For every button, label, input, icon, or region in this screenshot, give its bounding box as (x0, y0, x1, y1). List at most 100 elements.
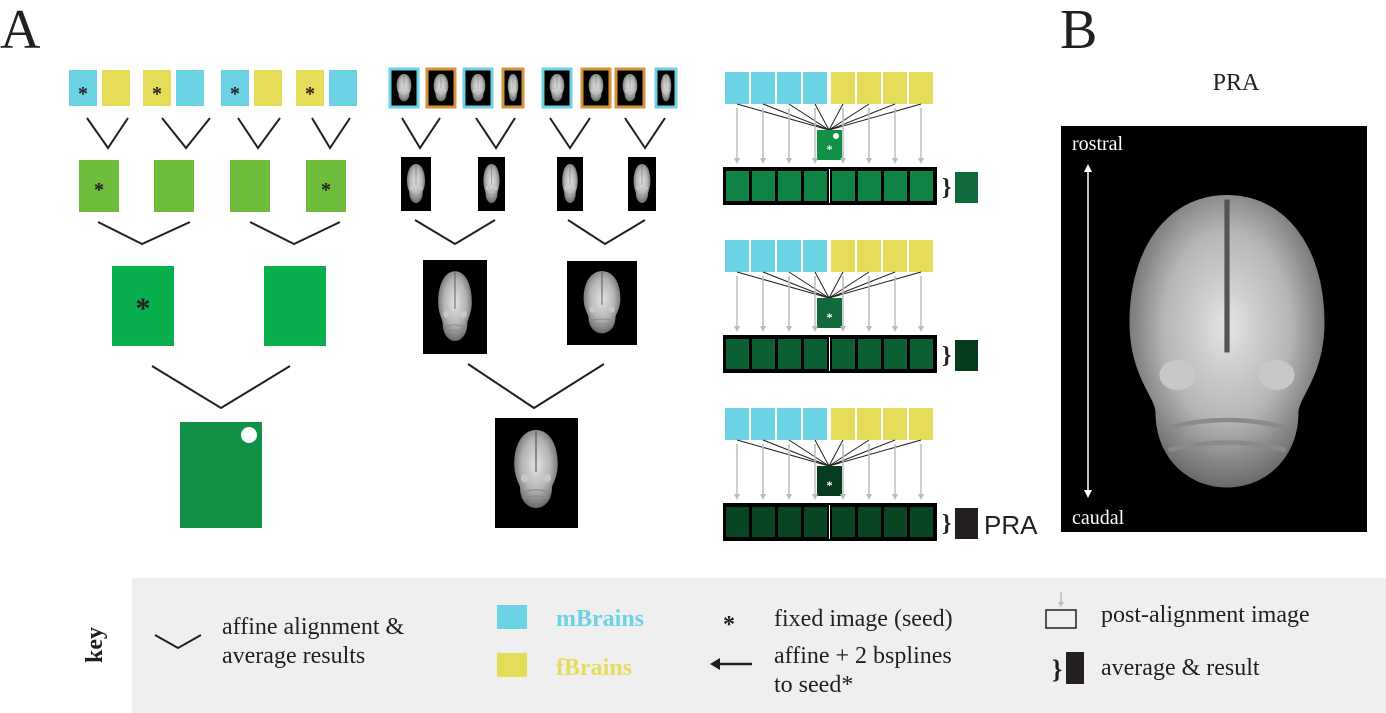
tree-level1-seed-marker: * (94, 179, 104, 201)
alignment-arrowhead (918, 326, 924, 332)
seed-symbol: * (723, 612, 735, 638)
registration-line (736, 271, 830, 299)
registration-line (828, 103, 922, 131)
pra-title: PRA (1213, 70, 1260, 96)
thumb-affine-symbol (475, 117, 516, 150)
tree-leaf-f (143, 70, 171, 106)
alignment-arrowhead (760, 326, 766, 332)
arrow-icon (710, 658, 720, 670)
axis-arrow-up (1084, 164, 1092, 172)
tree-affine-symbol (249, 221, 341, 246)
iteration-block: *} (723, 240, 978, 373)
iteration-average (955, 508, 978, 539)
alignment-arrowhead (734, 494, 740, 500)
aligned-image (856, 337, 883, 371)
registration-line (814, 439, 830, 467)
tree-level1-box (230, 160, 270, 212)
aligned-image (802, 337, 829, 371)
pra-result-label: PRA (984, 510, 1038, 540)
average-brace: } (1052, 655, 1062, 684)
average-brace: } (942, 511, 951, 537)
affine-line-1: affine alignment & (222, 614, 405, 640)
aligned-image (802, 505, 829, 539)
aligned-image (830, 505, 857, 539)
iteration-fixed-marker: * (827, 142, 833, 156)
arrow-line-1: affine + 2 bsplines (774, 643, 952, 669)
average-brace: } (942, 175, 951, 201)
aligned-image (856, 169, 883, 203)
aligned-image (776, 169, 803, 203)
tree-affine-symbol (161, 117, 211, 150)
alignment-arrowhead (734, 158, 740, 164)
thumb-affine-symbol (567, 219, 646, 246)
alignment-arrowhead (760, 494, 766, 500)
registration-line (814, 103, 830, 131)
tree-level1-seed-marker: * (321, 179, 331, 201)
panel-b-label: B (1060, 0, 1097, 61)
aligned-image (908, 505, 935, 539)
aligned-row-frame (723, 167, 937, 205)
iteration-input-m (803, 408, 827, 440)
registration-line (736, 103, 830, 131)
tree-level2-box (264, 266, 326, 346)
iteration-input-f (909, 240, 933, 272)
tree-level1-box (306, 160, 346, 212)
thumb-affine-symbol (414, 219, 496, 246)
aligned-image (750, 505, 777, 539)
iteration-input-f (857, 240, 881, 272)
template-dot-icon (241, 427, 257, 443)
iteration-input-f (831, 408, 855, 440)
alignment-arrowhead (812, 494, 818, 500)
alignment-arrowhead (840, 494, 846, 500)
iteration-input-f (883, 408, 907, 440)
alignment-arrowhead (786, 494, 792, 500)
seed-label: fixed image (seed) (774, 606, 953, 632)
iteration-input-m (803, 72, 827, 104)
iteration-fixed-image (817, 298, 842, 328)
registration-line (762, 103, 830, 131)
panel-a-label: A (0, 0, 41, 61)
iteration-panels: *}*}*}PRA (723, 72, 1038, 541)
registration-line (788, 271, 830, 299)
tree-level2-seed-marker: * (136, 292, 151, 325)
tree-leaf-f (296, 70, 324, 106)
tree-leaf-f (254, 70, 282, 106)
iteration-input-m (777, 240, 801, 272)
affine-symbol (154, 634, 202, 650)
iteration-input-m (751, 240, 775, 272)
registration-line (828, 271, 922, 299)
tree-level2-box (112, 266, 174, 346)
arrow-line-2: to seed* (774, 672, 853, 698)
registration-line (828, 103, 870, 131)
registration-line (828, 271, 870, 299)
iteration-input-m (751, 72, 775, 104)
tree-leaf-seed-marker: * (305, 83, 315, 105)
iteration-fixed-image (817, 466, 842, 496)
registration-line (828, 439, 922, 467)
template-dot-icon (833, 133, 839, 139)
alignment-arrowhead (734, 326, 740, 332)
registration-line (736, 439, 830, 467)
average-brace: } (942, 343, 951, 369)
tree-level1-box (154, 160, 194, 212)
post-alignment-label: post-alignment image (1101, 602, 1310, 628)
iteration-fixed-marker: * (827, 478, 833, 492)
alignment-arrowhead (786, 158, 792, 164)
aligned-image (776, 505, 803, 539)
iteration-average (955, 340, 978, 371)
iteration-block: *} (723, 72, 978, 205)
mbrains-label: mBrains (556, 606, 644, 632)
tree-affine-symbol (97, 221, 191, 246)
registration-line (828, 271, 844, 299)
post-arrowhead (1058, 602, 1064, 607)
thumb-affine-symbol (467, 363, 605, 410)
key-background (132, 578, 1386, 713)
alignment-arrowhead (892, 326, 898, 332)
rostral-label: rostral (1072, 133, 1124, 155)
alignment-arrowhead (918, 158, 924, 164)
registration-line (828, 439, 870, 467)
aligned-image (724, 169, 751, 203)
iteration-input-f (857, 408, 881, 440)
iteration-input-m (725, 240, 749, 272)
alignment-arrowhead (866, 494, 872, 500)
